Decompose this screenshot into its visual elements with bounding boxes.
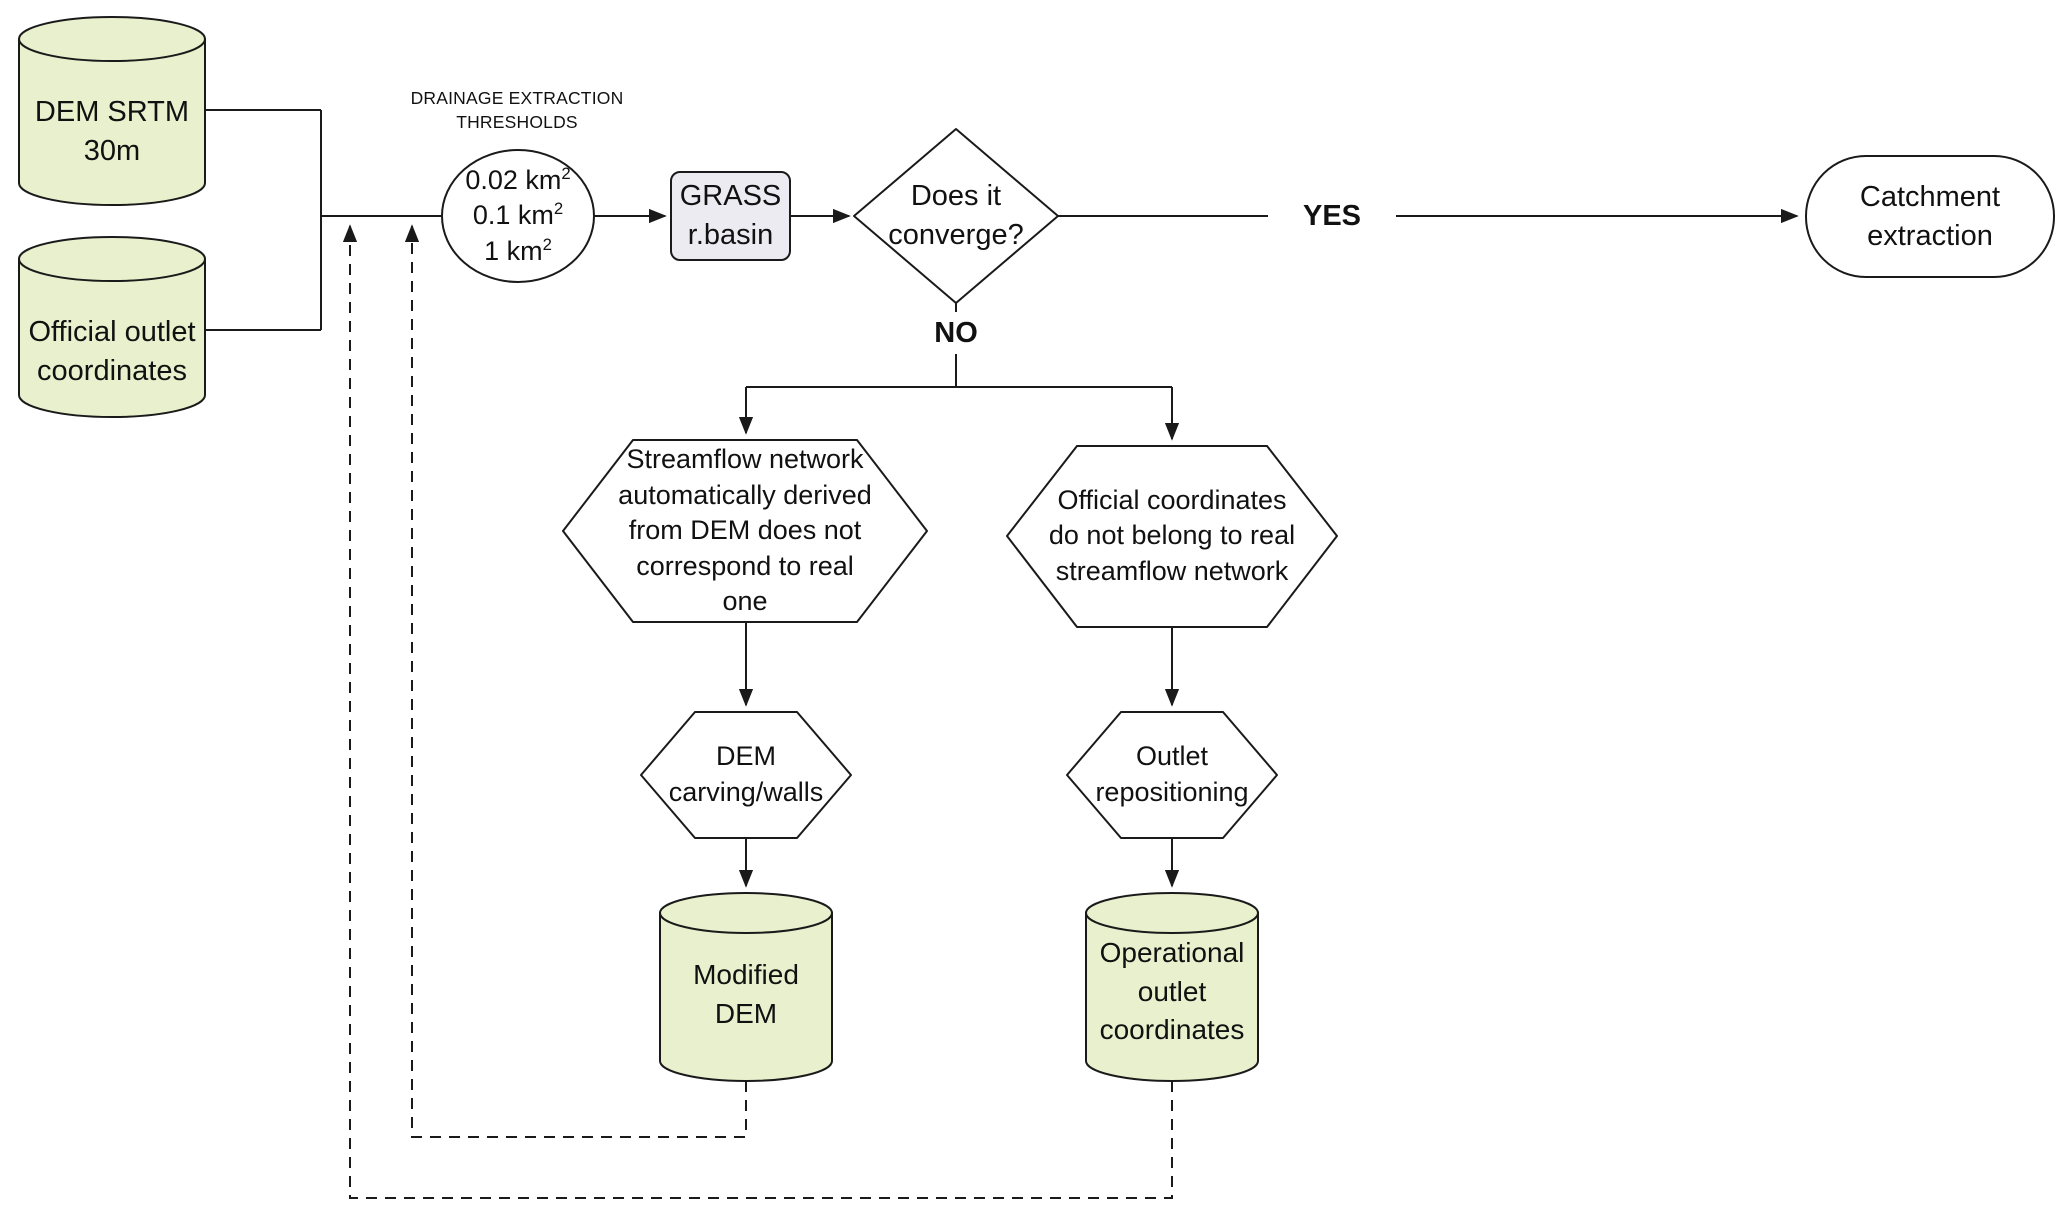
thresholds-caption: DRAINAGE EXTRACTION THRESHOLDS — [369, 86, 665, 136]
label-line: correspond to real — [636, 550, 854, 581]
streamflow-issue-label: Streamflow network automatically derived… — [595, 444, 895, 617]
label-line: 30m — [83, 135, 141, 167]
official-outlet-label: Official outlet coordinates — [12, 304, 212, 400]
label-line: Official outlet — [28, 316, 196, 349]
superscript: 2 — [553, 199, 564, 219]
outlet-repositioning-label: Outlet repositioning — [1082, 737, 1262, 813]
dem-carving-hexagon — [640, 711, 852, 839]
label-line: do not belong to real — [1048, 520, 1296, 551]
superscript: 2 — [542, 234, 552, 254]
no-branch-label: NO — [934, 316, 978, 349]
coords-issue-label: Official coordinates do not belong to re… — [1037, 471, 1307, 601]
yes-branch-label: YES — [1302, 199, 1362, 232]
decision-label: Does it converge? — [876, 172, 1036, 260]
label-line: repositioning — [1095, 777, 1249, 807]
operational-outlet-cylinder — [1085, 892, 1259, 1082]
catchment-extraction-node: Catchment extraction — [1805, 155, 2055, 278]
label-line: automatically derived — [618, 479, 872, 510]
label-line: Official coordinates — [1057, 484, 1287, 515]
official-outlet-cylinder — [18, 236, 206, 418]
operational-outlet-label: Operational outlet coordinates — [1087, 928, 1257, 1056]
outlet-repositioning-hexagon — [1066, 711, 1278, 839]
label-line: Catchment — [1859, 180, 2001, 213]
label-line: Does it — [910, 180, 1002, 213]
label-line: Streamflow network — [626, 443, 864, 474]
label-line: streamflow network — [1055, 555, 1289, 586]
threshold-value: 1 km2 — [484, 234, 552, 266]
label-line: Outlet — [1135, 741, 1209, 772]
label-line: coordinates — [37, 355, 187, 387]
threshold-value: 0.1 km2 — [472, 199, 564, 231]
label-line: DEM SRTM — [34, 96, 190, 129]
threshold-value: 0.02 km2 — [465, 164, 571, 196]
coords-issue-hexagon — [1006, 445, 1338, 628]
label-line: outlet — [1137, 975, 1207, 1007]
label-line: coordinates — [1099, 1014, 1245, 1046]
label-line: Operational — [1099, 937, 1245, 969]
modified-dem-feedback-arrow — [404, 224, 747, 1138]
dem-srtm-cylinder — [18, 16, 206, 206]
thresholds-values: 0.02 km2 0.1 km2 1 km2 — [440, 162, 596, 270]
modified-dem-label: Modified DEM — [671, 947, 821, 1042]
modified-dem-cylinder — [659, 892, 833, 1082]
grass-rbasin-box: GRASS r.basin — [670, 171, 791, 261]
label-line: converge? — [888, 219, 1024, 251]
dem-carving-label: DEM carving/walls — [656, 737, 836, 813]
label-line: one — [722, 586, 768, 617]
label-line: GRASS — [679, 180, 782, 213]
label-line: carving/walls — [668, 777, 824, 807]
operational-outlet-feedback-arrow — [342, 224, 1173, 1199]
streamflow-issue-hexagon — [562, 439, 928, 623]
label-line: extraction — [1867, 219, 1993, 252]
label-line: DRAINAGE EXTRACTION — [410, 88, 624, 109]
label-line: DEM — [714, 997, 778, 1029]
label-line: Modified — [693, 958, 799, 990]
label-line: from DEM does not — [628, 515, 862, 546]
label-line: DEM — [716, 741, 776, 772]
superscript: 2 — [561, 164, 571, 184]
label-line: THRESHOLDS — [456, 112, 578, 132]
label-line: r.basin — [687, 219, 774, 251]
dem-srtm-label: DEM SRTM 30m — [12, 84, 212, 180]
